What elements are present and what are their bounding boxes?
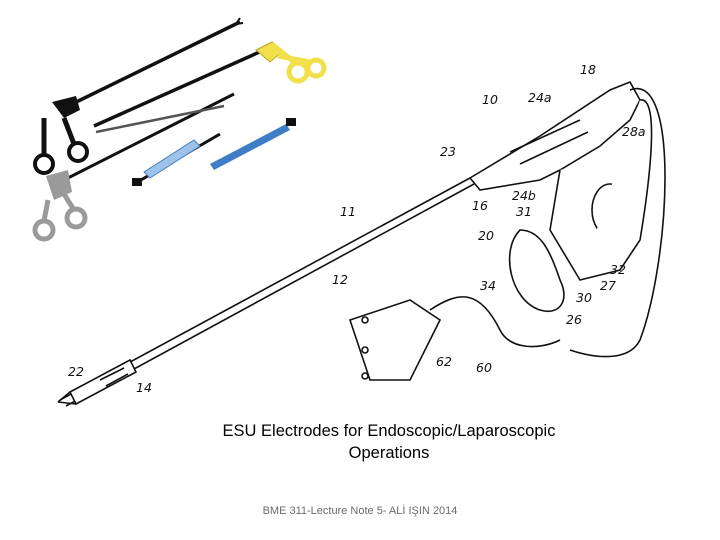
figure-caption: ESU Electrodes for Endoscopic/Laparoscop…	[150, 420, 628, 464]
callout-34: 34	[480, 278, 496, 293]
electrode-shaft	[57, 177, 475, 407]
callout-16: 16	[472, 198, 488, 213]
patent-drawing: 18 10 24a 28a 23 24b 16 31 11 20 32 27 1…	[57, 62, 666, 407]
instruments-photo	[32, 17, 327, 242]
callout-12: 12	[332, 272, 348, 287]
gray-forceps	[32, 92, 235, 242]
callout-22: 22	[68, 364, 84, 379]
callout-28a: 28a	[622, 124, 646, 139]
callout-18: 18	[580, 62, 596, 77]
yellow-forceps	[93, 41, 327, 128]
cable-and-connector	[348, 87, 666, 381]
callout-24a: 24a	[528, 90, 552, 105]
handpiece	[468, 80, 653, 313]
callout-10: 10	[482, 92, 498, 107]
callout-62: 62	[436, 354, 452, 369]
callout-60: 60	[476, 360, 492, 375]
callout-30: 30	[576, 290, 592, 305]
callout-26: 26	[566, 312, 582, 327]
black-forceps	[33, 17, 244, 175]
caption-line-2: Operations	[348, 444, 430, 462]
thin-electrode	[95, 104, 225, 134]
callout-24b: 24b	[512, 188, 536, 203]
callout-14: 14	[136, 380, 152, 395]
callout-32: 32	[610, 262, 626, 277]
blue-electrodes	[132, 118, 296, 186]
caption-line-1: ESU Electrodes for Endoscopic/Laparoscop…	[222, 422, 556, 440]
slide-footer: BME 311-Lecture Note 5- ALİ IŞIN 2014	[262, 505, 458, 517]
callout-11: 11	[340, 204, 356, 219]
callout-23: 23	[440, 144, 456, 159]
callout-31: 31	[516, 204, 532, 219]
callout-27: 27	[600, 278, 616, 293]
callout-20: 20	[478, 228, 494, 243]
